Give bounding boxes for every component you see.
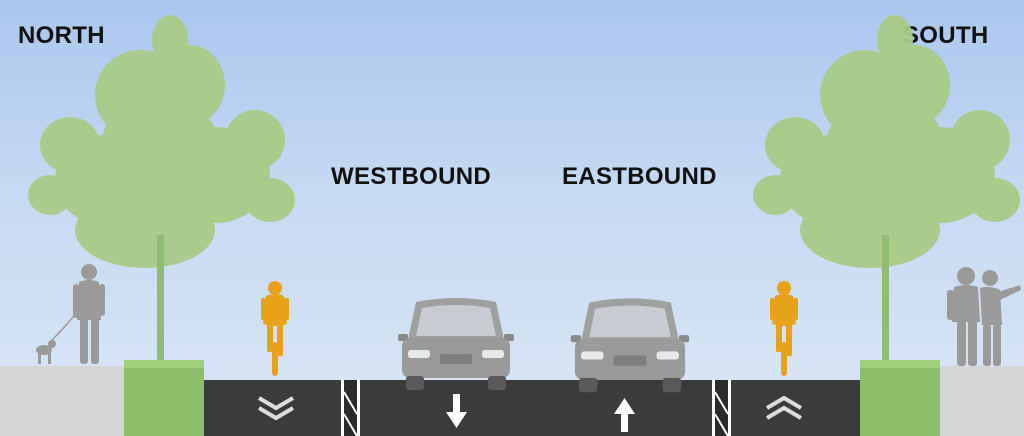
tree-south (753, 15, 1020, 268)
tree-north (28, 15, 295, 268)
hatched-buffer-icon (712, 380, 731, 436)
planter-south (860, 364, 940, 436)
pedestrian-couple (947, 267, 1021, 366)
double-chevron-up-icon (765, 395, 803, 420)
westbound-label: WESTBOUND (331, 163, 492, 190)
tree-trunk-south (882, 235, 889, 365)
tree-trunk-north (157, 235, 164, 365)
car-eastbound (570, 298, 690, 393)
car-westbound (398, 298, 514, 390)
roadway (204, 380, 860, 436)
hatched-buffer-icon (341, 380, 360, 436)
eastbound-label: EASTBOUND (562, 163, 717, 190)
planter-north (124, 364, 204, 436)
arrow-up-icon (614, 398, 635, 432)
north-label: NORTH (18, 22, 105, 49)
sidewalk-north (0, 366, 124, 436)
pedestrian-with-dog (36, 264, 105, 364)
double-chevron-down-icon (257, 396, 295, 421)
cyclist-eastbound (770, 281, 798, 376)
south-label: SOUTH (903, 22, 989, 49)
sidewalk-south (940, 366, 1024, 436)
cyclist-westbound (261, 281, 289, 376)
arrow-down-icon (446, 394, 467, 428)
